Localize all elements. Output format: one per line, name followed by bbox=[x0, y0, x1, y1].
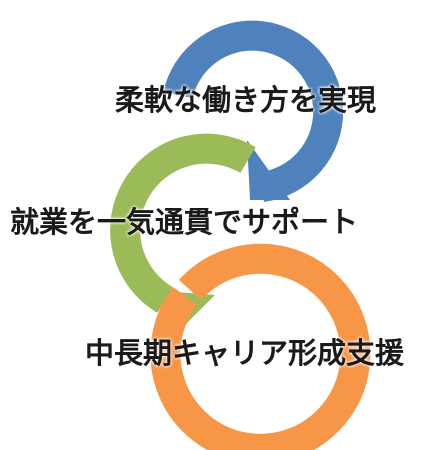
orange-circular-arrow bbox=[150, 243, 371, 450]
step-2-label: 就業を一気通貫でサポート bbox=[10, 205, 359, 239]
step-3-label: 中長期キャリア形成支援 bbox=[85, 336, 405, 370]
step-1-label: 柔軟な働き方を実現 bbox=[115, 83, 377, 117]
blue-circular-arrow bbox=[163, 20, 344, 202]
